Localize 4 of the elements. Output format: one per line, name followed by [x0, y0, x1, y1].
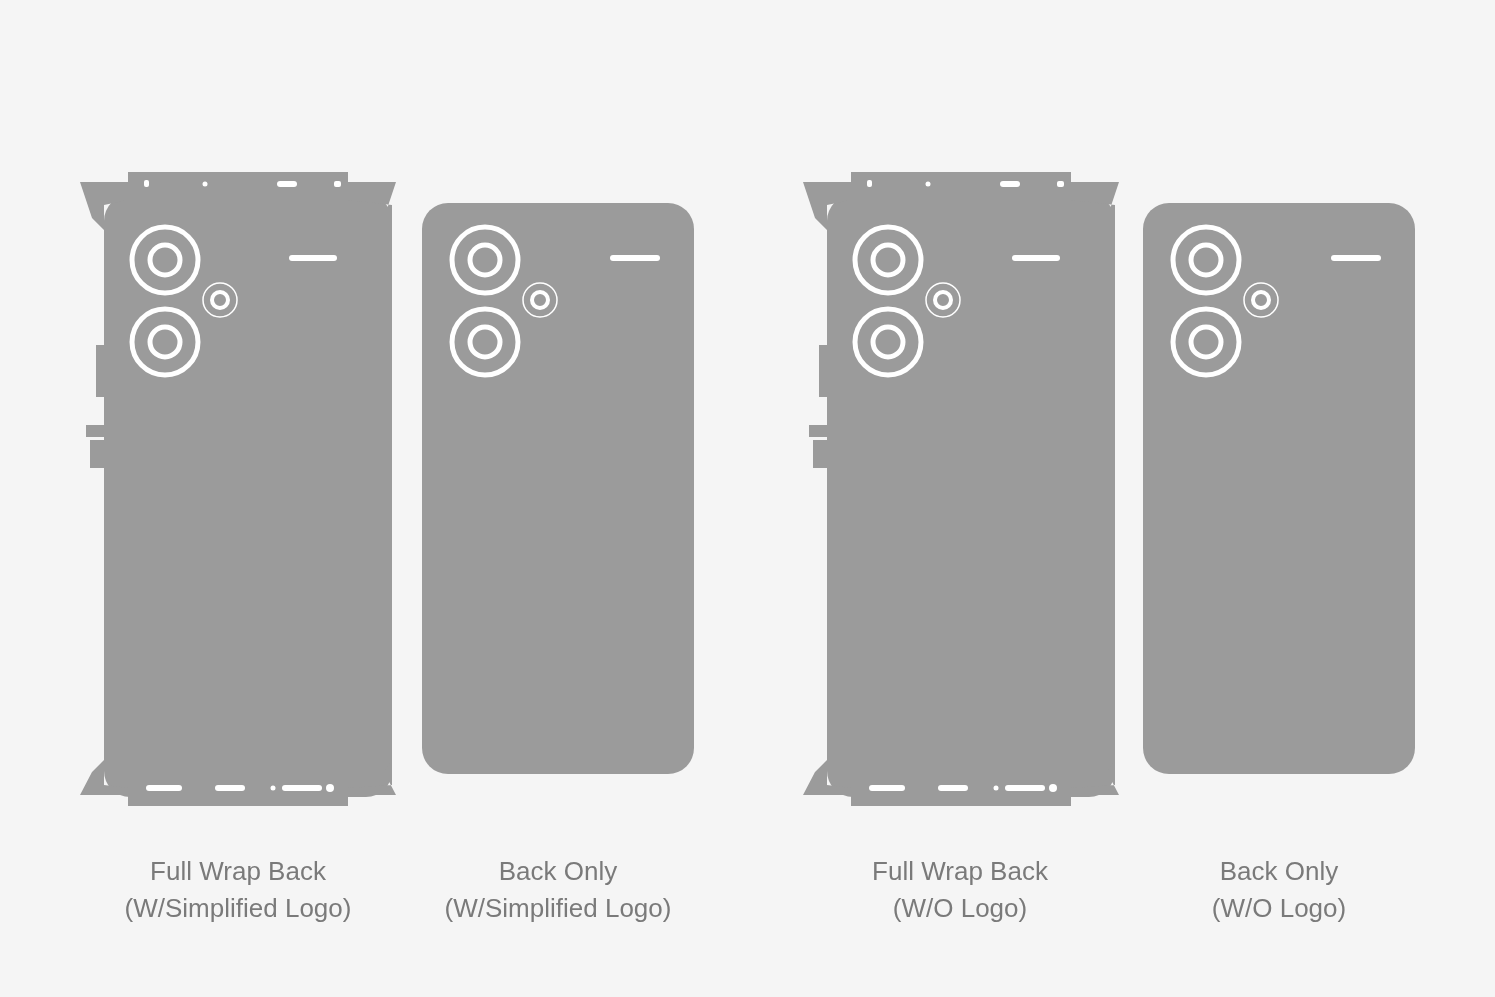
template-caption: Full Wrap Back (W/O Logo) — [871, 855, 1049, 925]
template-caption: Full Wrap Back (W/Simplified Logo) — [123, 855, 353, 925]
template-caption: Back Only (W/O Logo) — [1210, 855, 1348, 925]
template-caption: Back Only (W/Simplified Logo) — [443, 855, 673, 925]
